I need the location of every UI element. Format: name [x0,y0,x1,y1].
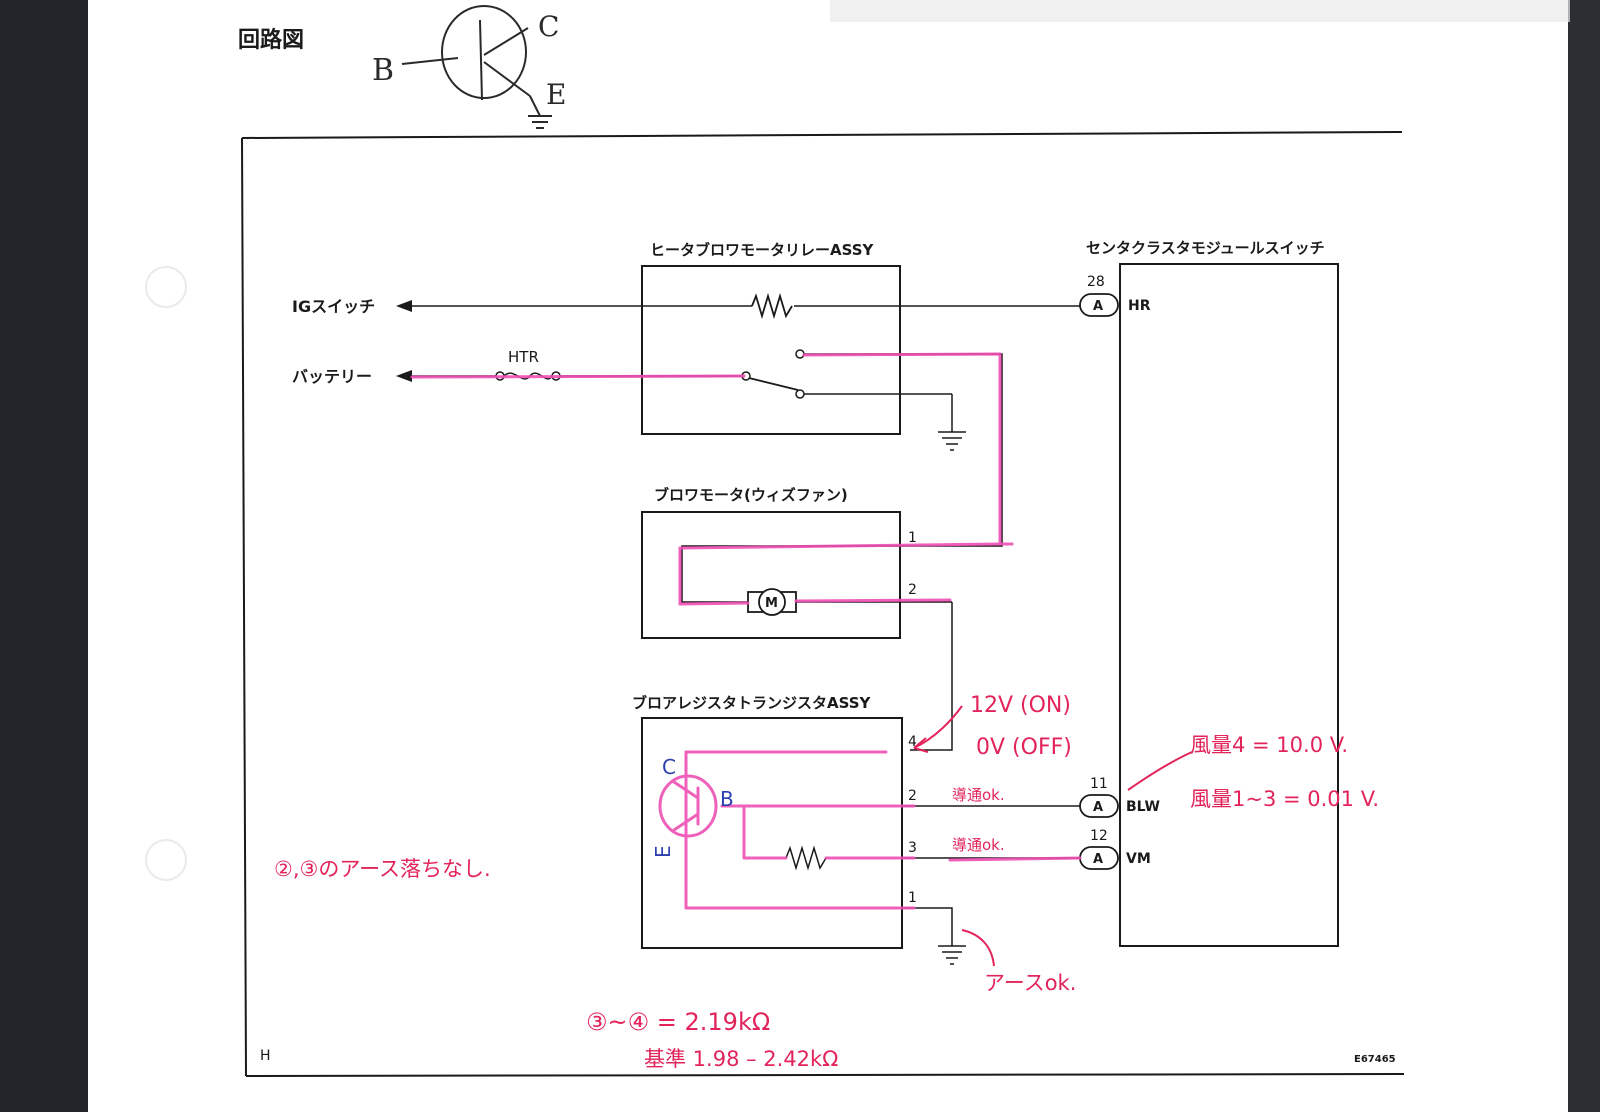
rt-ground-wire [902,907,953,946]
blw-terminal-number: 11 [1090,776,1108,792]
binder-hole [145,266,187,308]
relay-coil-resistor [751,292,793,320]
ig-switch-label: IGスイッチ [292,297,375,316]
annotation-fan-level-1-3: 風量1~3 = 0.01 V. [1190,787,1379,811]
resistor-transistor-label: ブロアレジスタトランジスタASSY [632,694,872,712]
relay-ground-symbol [938,431,966,451]
scan-blur [830,0,1570,22]
motor-to-transistor-wire [910,602,953,751]
annotation-ground-note: ②,③のアース落ちなし. [274,857,491,881]
annotation-fan-level-4: 風量4 = 10.0 V. [1190,733,1348,757]
highlighter-traces [410,352,1082,910]
document-page [88,0,1568,1112]
blower-motor-label: ブロワモータ(ウィズファン) [654,486,848,504]
annotation-ground-arc [961,929,995,967]
annotation-arrowhead [913,737,929,753]
ig-arrow [396,300,412,312]
frame-left [241,137,247,1077]
connector-a-hr [1079,293,1119,317]
rt-terminal-2: 2 [908,788,917,804]
transistor-c-label: C [662,755,676,779]
hr-terminal-name: HR [1128,298,1151,314]
connector-letter: A [1093,800,1103,815]
frame-bottom [245,1073,1405,1077]
footer-section-letter: H [260,1048,271,1064]
motor-m-label: M [765,596,778,611]
motor-internal-wire-1 [681,545,906,603]
sketch-letter-b: B [372,53,394,88]
rt-terminal-3: 3 [908,840,917,856]
sketch-letter-c: C [538,10,559,43]
annotation-resistance: ③~④ = 2.19kΩ [586,1008,770,1036]
battery-arrow [396,370,412,382]
module-switch-label: センタクラスタモジュールスイッチ [1086,239,1325,257]
sketch-letter-e: E [546,78,566,111]
sketch-transistor-symbol [401,5,552,129]
annotation-standard: 基準 1.98 – 2.42kΩ [644,1047,838,1071]
annotation-ground-ok: アースok. [984,971,1076,995]
footer-figure-code: E67465 [1354,1054,1396,1065]
internal-resistor [785,845,827,871]
vm-terminal-number: 12 [1090,828,1108,844]
module-switch-box [1119,263,1339,947]
binder-hole [145,839,187,881]
page-title: 回路図 [238,27,304,53]
relay-box [641,265,901,435]
relay-contact-on [795,349,805,359]
rt-ground-symbol [938,945,966,965]
frame-top [241,131,1403,139]
annotation-blw-line [1127,751,1193,791]
relay-label: ヒータブロワモータリレーASSY [650,241,875,259]
annotation-arrow-voltage [913,705,963,749]
battery-label: バッテリー [292,367,372,386]
vm-terminal-name: VM [1126,851,1151,867]
transistor-e-label: E [651,845,675,858]
connector-a-blw [1079,794,1119,818]
connector-letter: A [1093,852,1103,867]
motor-terminal-2: 2 [908,582,917,598]
viewer-margin [1568,0,1600,1112]
relay-to-motor-wire [804,353,1003,547]
fuse-label: HTR [508,348,539,366]
annotation-voltage-on: 12V (ON) [970,693,1071,718]
annotation-voltage-off: 0V (OFF) [976,735,1072,760]
annotation-continuity-3: 導通ok. [952,836,1005,854]
hr-terminal-number: 28 [1087,274,1105,290]
blower-motor-box [641,511,901,639]
relay-switch-arm [748,377,799,391]
connector-letter: A [1093,299,1103,314]
relay-contact-off [795,389,805,399]
blw-terminal-name: BLW [1126,799,1160,815]
transistor-b-label: B [720,787,734,811]
annotation-continuity-2: 導通ok. [952,786,1005,804]
rt-terminal-1: 1 [908,890,917,906]
rt-terminal-4: 4 [908,734,917,750]
motor-terminal-1: 1 [908,530,917,546]
resistor-transistor-box [641,717,903,949]
